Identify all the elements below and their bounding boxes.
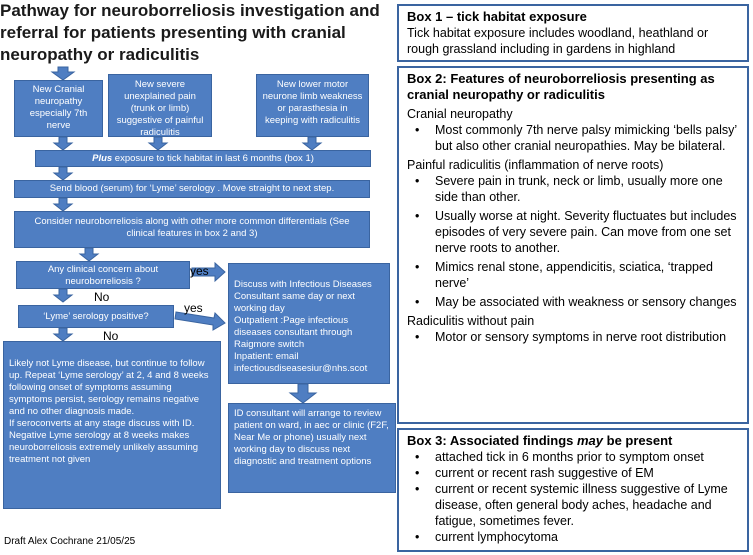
box3-heading-em: may — [577, 433, 604, 448]
box3-list: attached tick in 6 months prior to sympt… — [407, 449, 739, 545]
yes-label-1: yes — [190, 264, 209, 278]
box-discuss-id: Discuss with Infectious Diseases Consult… — [228, 263, 390, 384]
no-label-1: No — [94, 290, 110, 304]
box2-painful-title: Painful radiculitis (inflammation of ner… — [407, 158, 664, 172]
box2-features: Box 2: Features of neuroborreliosis pres… — [397, 66, 749, 424]
box-unlikely: Likely not Lyme disease, but continue to… — [3, 341, 221, 509]
list-item: Severe pain in trunk, neck or limb, usua… — [407, 173, 739, 205]
box2-without-list: Motor or sensory symptoms in nerve root … — [407, 329, 739, 345]
send-blood-text: Send blood (serum) for ‘Lyme’ serology .… — [49, 183, 335, 194]
box-cranial-text: New Cranial neuropathy especially 7th ne… — [29, 84, 88, 131]
box-tick-exposure: Plus exposure to tick habitat in last 6 … — [35, 150, 371, 167]
box1-heading: Box 1 – tick habitat exposure — [407, 9, 587, 24]
box3-associated-findings: Box 3: Associated findings may be presen… — [397, 428, 749, 552]
id-review-text: ID consultant will arrange to review pat… — [234, 408, 389, 467]
no-label-2: No — [103, 329, 119, 343]
box2-painful-list: Severe pain in trunk, neck or limb, usua… — [407, 173, 739, 310]
box3-heading-post: be present — [603, 433, 673, 448]
box3-heading: Box 3: Associated findings may be presen… — [407, 433, 739, 449]
discuss-id-text: Discuss with Infectious Diseases Consult… — [234, 279, 372, 374]
list-item: current or recent systemic illness sugge… — [407, 481, 739, 529]
plus-text: exposure to tick habitat in last 6 month… — [112, 153, 314, 164]
box2-without-title: Radiculitis without pain — [407, 314, 535, 328]
box-send-blood: Send blood (serum) for ‘Lyme’ serology .… — [14, 180, 370, 198]
plus-label: Plus — [92, 153, 113, 164]
consider-text: Consider neuroborreliosis along with oth… — [34, 216, 350, 239]
box-lower-motor-neurone: New lower motor neurone limb weakness or… — [256, 74, 369, 137]
footer-draft: Draft Alex Cochrane 21/05/25 — [4, 536, 136, 547]
list-item: current or recent rash suggestive of EM — [407, 465, 739, 481]
list-item: current lymphocytoma — [407, 529, 739, 545]
box2-cranial-title: Cranial neuropathy — [407, 107, 513, 121]
box1-tick-habitat: Box 1 – tick habitat exposure Tick habit… — [397, 4, 749, 62]
list-item: Usually worse at night. Severity fluctua… — [407, 208, 739, 256]
yes-label-2: yes — [184, 301, 203, 315]
list-item: Motor or sensory symptoms in nerve root … — [407, 329, 739, 345]
list-item: Most commonly 7th nerve palsy mimicking … — [407, 122, 739, 154]
unlikely-text: Likely not Lyme disease, but continue to… — [9, 358, 209, 465]
box-pain-text: New severe unexplained pain (trunk or li… — [116, 79, 204, 138]
box-painful-radiculitis: New severe unexplained pain (trunk or li… — [108, 74, 212, 138]
box3-heading-pre: Box 3: Associated findings — [407, 433, 577, 448]
box2-heading: Box 2: Features of neuroborreliosis pres… — [407, 71, 715, 102]
box-lmn-text: New lower motor neurone limb weakness or… — [262, 79, 363, 126]
list-item: attached tick in 6 months prior to sympt… — [407, 449, 739, 465]
box2-cranial-list: Most commonly 7th nerve palsy mimicking … — [407, 122, 739, 154]
list-item: May be associated with weakness or senso… — [407, 294, 739, 310]
box-serology-positive: ‘Lyme’ serology positive? — [18, 305, 174, 328]
box-id-review: ID consultant will arrange to review pat… — [228, 403, 396, 493]
clinical-concern-text: Any clinical concern about neuroborrelio… — [47, 264, 159, 287]
page-title: Pathway for neuroborreliosis investigati… — [0, 1, 380, 64]
box-clinical-concern: Any clinical concern about neuroborrelio… — [16, 261, 190, 289]
box-consider: Consider neuroborreliosis along with oth… — [14, 211, 370, 248]
list-item: Mimics renal stone, appendicitis, sciati… — [407, 259, 739, 291]
serology-positive-text: ‘Lyme’ serology positive? — [43, 311, 149, 322]
box-cranial-neuropathy: New Cranial neuropathy especially 7th ne… — [14, 80, 103, 137]
box1-text: Tick habitat exposure includes woodland,… — [407, 26, 709, 56]
